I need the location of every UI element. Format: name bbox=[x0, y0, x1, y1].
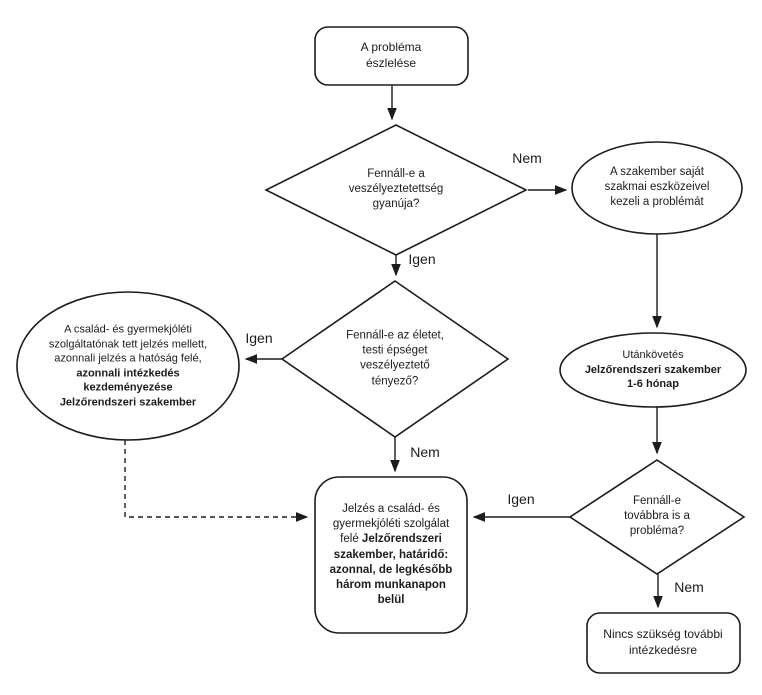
node-specialist-label: A szakember saját szakmai eszközeivel ke… bbox=[604, 166, 710, 209]
node-decision3-label: Fennáll-e továbbra is a probléma? bbox=[624, 495, 690, 538]
node-decision1-shape bbox=[264, 124, 528, 256]
edge-label-decision3-nem: Nem bbox=[674, 579, 704, 595]
node-signal-shape bbox=[314, 476, 468, 634]
node-signal-bold-text: Jelzőrendszeri szakember, határidő: azon… bbox=[329, 533, 453, 606]
edge-label-decision1-nem: Nem bbox=[512, 150, 542, 166]
node-signal-text: Jelzés a család- és gyermekjóléti szolgá… bbox=[332, 502, 450, 546]
node-start-shape bbox=[314, 26, 469, 86]
node-immediate-shape bbox=[16, 291, 240, 441]
node-decision2-label: Fennáll-e az életet, testi épséget veszé… bbox=[346, 329, 444, 388]
node-specialist-shape bbox=[571, 141, 743, 235]
node-immediate-bold-text: azonnali intézkedés kezdeményezése Jelző… bbox=[59, 367, 197, 409]
node-followup-bold-line2: 1-6 hónap bbox=[627, 378, 679, 391]
node-followup-label: Utánkövetés Jelzőrendszeri szakember 1-6… bbox=[573, 348, 733, 392]
edge-label-decision2-nem: Nem bbox=[410, 444, 440, 460]
node-immediate-text: A család- és gyermekjóléti szolgáltatóna… bbox=[48, 323, 208, 365]
node-decision3-shape bbox=[568, 459, 746, 575]
node-decision1-label: Fennáll-e a veszélyeztetettség gyanúja? bbox=[348, 168, 444, 211]
edge-label-decision2-igen: Igen bbox=[245, 330, 273, 346]
node-immediate-label: A család- és gyermekjóléti szolgáltatóna… bbox=[44, 322, 212, 409]
node-start-label: A probléma észlelése bbox=[360, 40, 422, 70]
node-end-label: Nincs szükség további intézkedésre bbox=[603, 627, 723, 657]
node-end-shape bbox=[586, 612, 741, 674]
node-followup-bold-line1: Jelzőrendszeri szakember bbox=[584, 363, 722, 376]
node-followup-shape bbox=[559, 332, 747, 408]
node-signal-label: Jelzés a család- és gyermekjóléti szolgá… bbox=[322, 502, 460, 608]
node-followup-text: Utánkövetés bbox=[622, 349, 684, 362]
edge-label-decision1-igen: Igen bbox=[408, 251, 436, 267]
node-decision2-shape bbox=[280, 280, 510, 438]
edge-label-decision3-igen: Igen bbox=[507, 491, 535, 507]
arrow-dashed-immediate-to-signal bbox=[124, 440, 309, 522]
